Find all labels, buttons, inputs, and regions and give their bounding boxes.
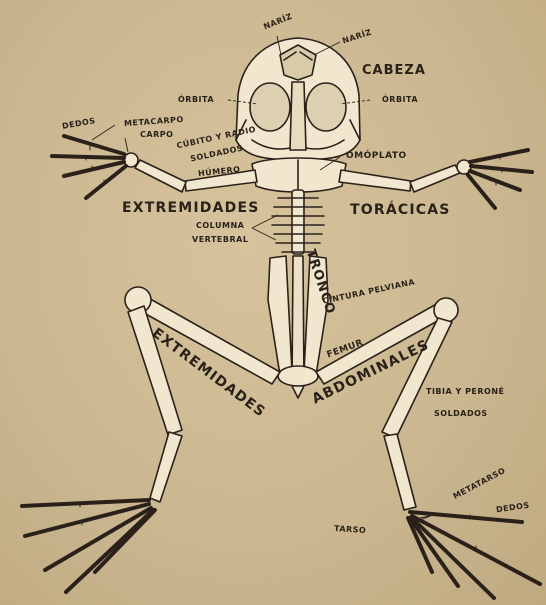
label-columna-line2: VERTEBRAL [192, 236, 248, 244]
label-tibia-perone-line2: SOLDADOS [434, 410, 488, 418]
shoulder-girdle [252, 158, 346, 192]
right-orbit [306, 83, 346, 131]
label-columna-line1: COLUMNA [196, 222, 244, 230]
left-orbit [250, 83, 290, 131]
label-orbita-right: ÓRBITA [382, 96, 418, 104]
skull [236, 38, 360, 160]
vertebral-column [272, 190, 324, 254]
label-carpo: CARPO [140, 131, 173, 139]
label-orbita-left: ÓRBITA [178, 96, 214, 104]
label-cabeza: CABEZA [362, 64, 426, 77]
label-extremidades-top: EXTREMIDADES [122, 201, 260, 215]
label-toracicas: TORÁCICAS [350, 203, 451, 217]
label-omoplato: OMÓPLATO [346, 152, 407, 161]
left-hindlimb [22, 287, 280, 592]
label-tibia-perone-line1: TIBIA Y PERONÉ [426, 388, 505, 396]
